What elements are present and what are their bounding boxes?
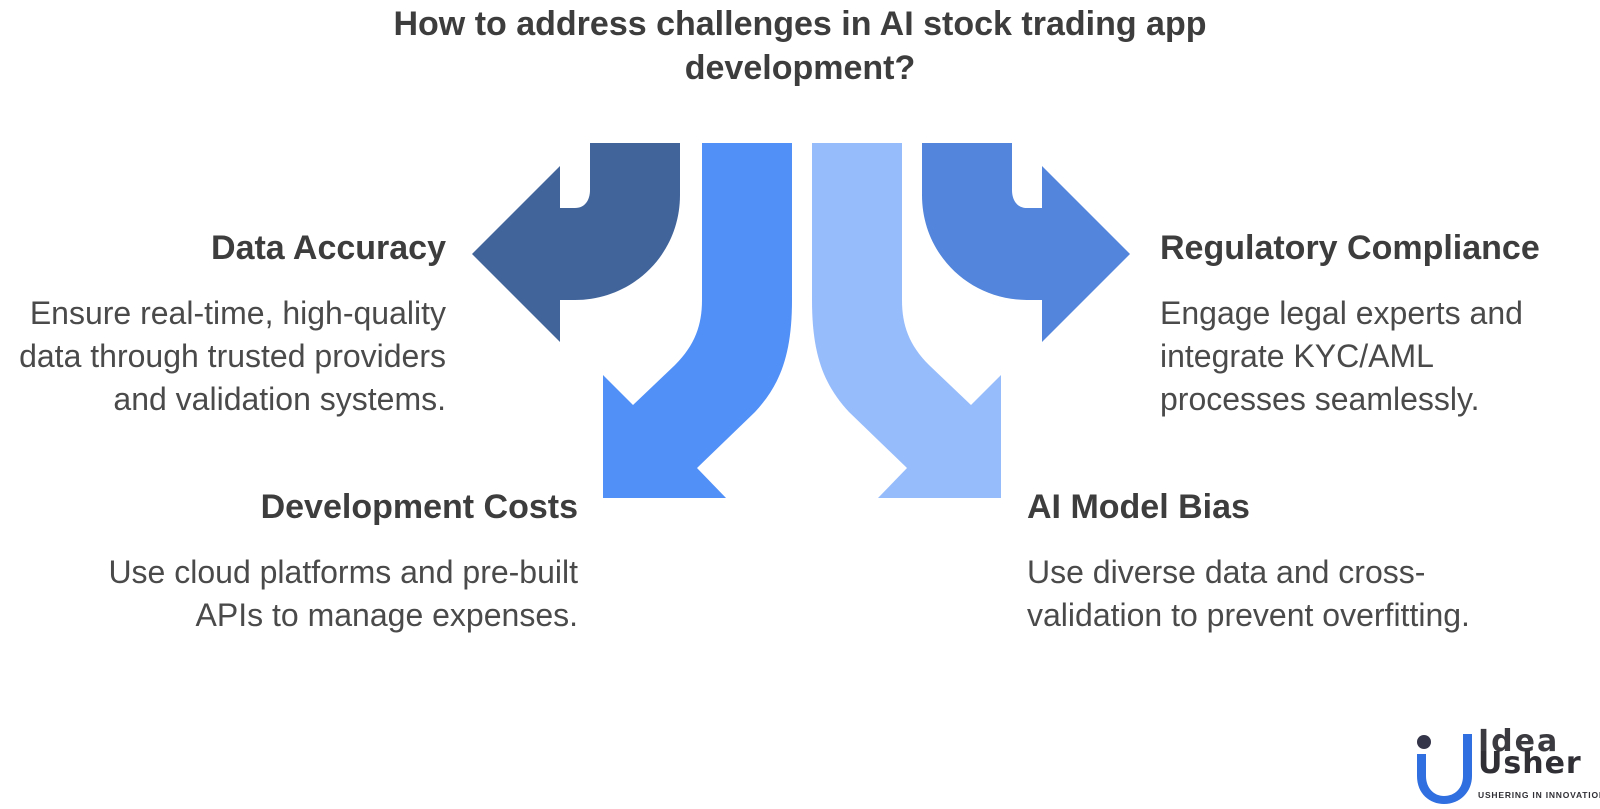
challenge-development-costs: Development Costs Use cloud platforms an… [60,487,578,637]
description-ai-model-bias: Use diverse data and cross-validation to… [1027,554,1470,633]
description-data-accuracy: Ensure real-time, high-quality data thro… [19,295,446,417]
challenge-data-accuracy: Data Accuracy Ensure real-time, high-qua… [0,228,446,421]
page-title: How to address challenges in AI stock tr… [393,5,1207,87]
heading-development-costs: Development Costs [260,488,578,526]
heading-ai-model-bias: AI Model Bias [1027,488,1250,526]
logo-word-usher: Usher [1478,746,1582,781]
arrow-development-costs [603,143,792,498]
arrow-ai-model-bias [812,143,1001,498]
description-regulatory-compliance: Engage legal experts and integrate KYC/A… [1160,295,1523,417]
description-development-costs: Use cloud platforms and pre-built APIs t… [108,554,578,633]
challenge-ai-model-bias: AI Model Bias Use diverse data and cross… [1027,487,1497,637]
heading-regulatory-compliance: Regulatory Compliance [1160,229,1540,267]
logo-tagline: USHERING IN INNOVATION [1478,790,1600,800]
idea-usher-logo: Idea Usher USHERING IN INNOVATION [1410,724,1600,806]
arrow-data-accuracy [472,143,680,342]
logo-mark-icon [1417,734,1472,804]
arrow-regulatory-compliance [922,143,1130,342]
challenge-regulatory-compliance: Regulatory Compliance Engage legal exper… [1160,228,1580,421]
logo-word-idea: Idea [1478,724,1560,759]
heading-data-accuracy: Data Accuracy [211,229,446,267]
